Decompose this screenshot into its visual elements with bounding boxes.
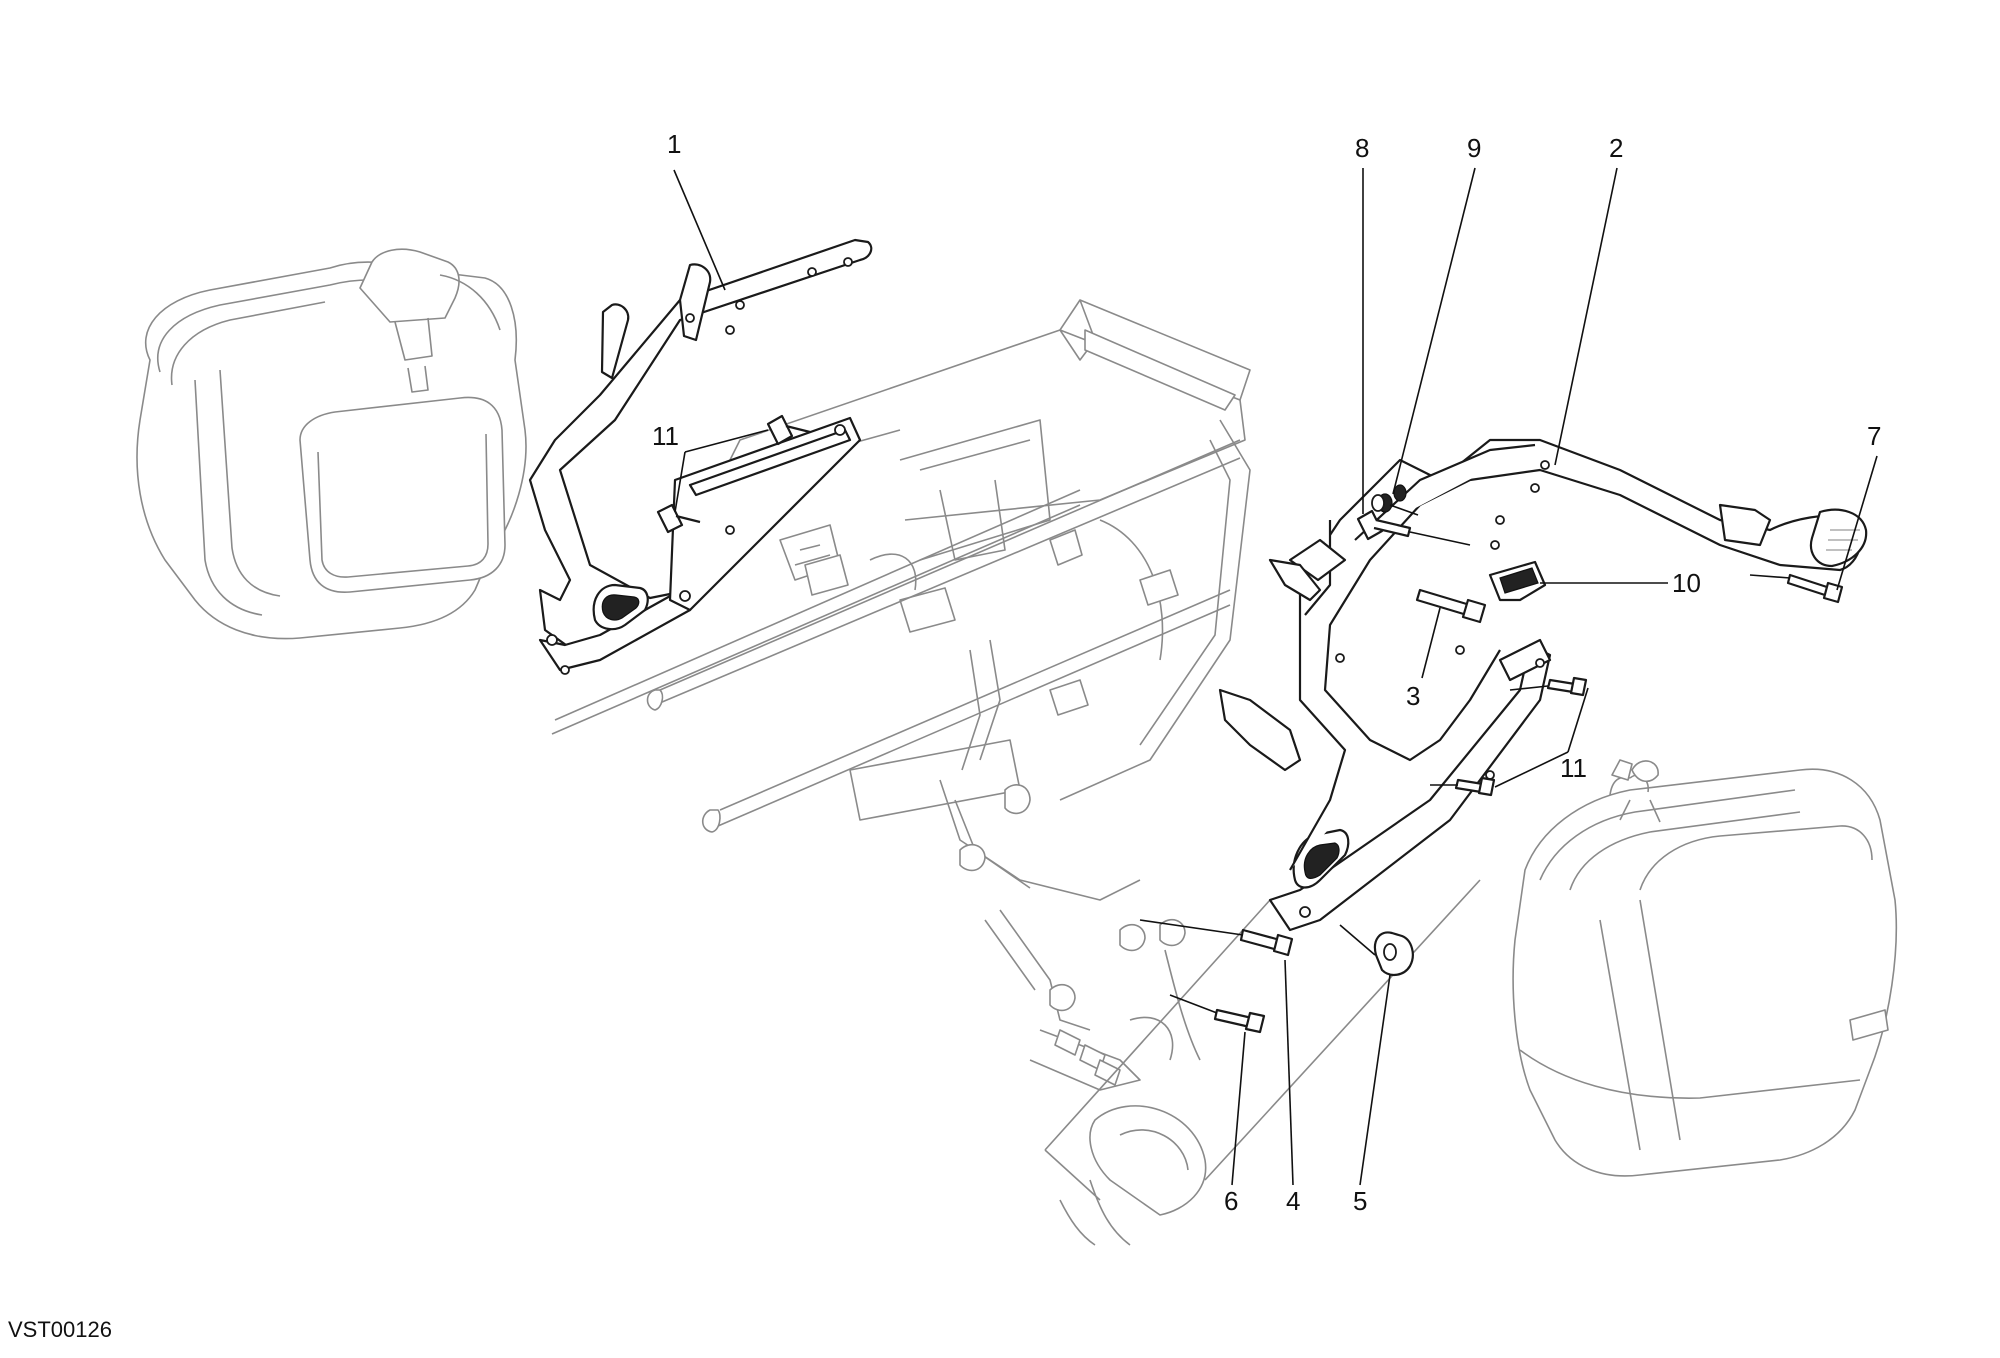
part-8-screw xyxy=(1356,509,1412,541)
part-5-spacer-washer xyxy=(1373,931,1414,976)
left-pannier xyxy=(136,248,527,640)
callout-11-right: 11 xyxy=(1560,753,1587,783)
part-11-screws-right xyxy=(1454,676,1588,797)
callout-11-left: 11 xyxy=(652,421,679,451)
callout-8: 8 xyxy=(1355,133,1369,163)
part-11-screws-left xyxy=(656,414,811,534)
callout-2: 2 xyxy=(1609,133,1623,163)
part-6-screw xyxy=(1213,1008,1266,1034)
exhaust-silencer xyxy=(1044,879,1481,1246)
part-3-screw xyxy=(1415,588,1487,624)
rear-subframe xyxy=(551,299,1251,1091)
drawing-code: VST00126 xyxy=(8,1317,112,1342)
assembly-lines xyxy=(1139,504,1791,1014)
callout-3: 3 xyxy=(1406,681,1420,711)
part-7-screw xyxy=(1786,573,1844,604)
part-4-screw xyxy=(1239,928,1294,957)
callout-10: 10 xyxy=(1672,568,1701,598)
callout-1: 1 xyxy=(667,129,681,159)
part-10-rubber-pad xyxy=(1488,560,1547,602)
right-pannier xyxy=(1512,759,1898,1177)
callout-leaders xyxy=(673,167,1878,1186)
callout-labels: 1 2 3 4 5 6 7 8 9 10 11 11 xyxy=(652,129,1881,1216)
callout-5: 5 xyxy=(1353,1186,1367,1216)
callout-4: 4 xyxy=(1286,1186,1300,1216)
callout-9: 9 xyxy=(1467,133,1481,163)
part-9-rubber-grommets xyxy=(1371,484,1407,513)
part-2-right-carrier-frame xyxy=(1218,438,1868,932)
callout-6: 6 xyxy=(1224,1186,1238,1216)
callout-7: 7 xyxy=(1867,421,1881,451)
part-1-left-carrier-frame xyxy=(528,238,873,675)
